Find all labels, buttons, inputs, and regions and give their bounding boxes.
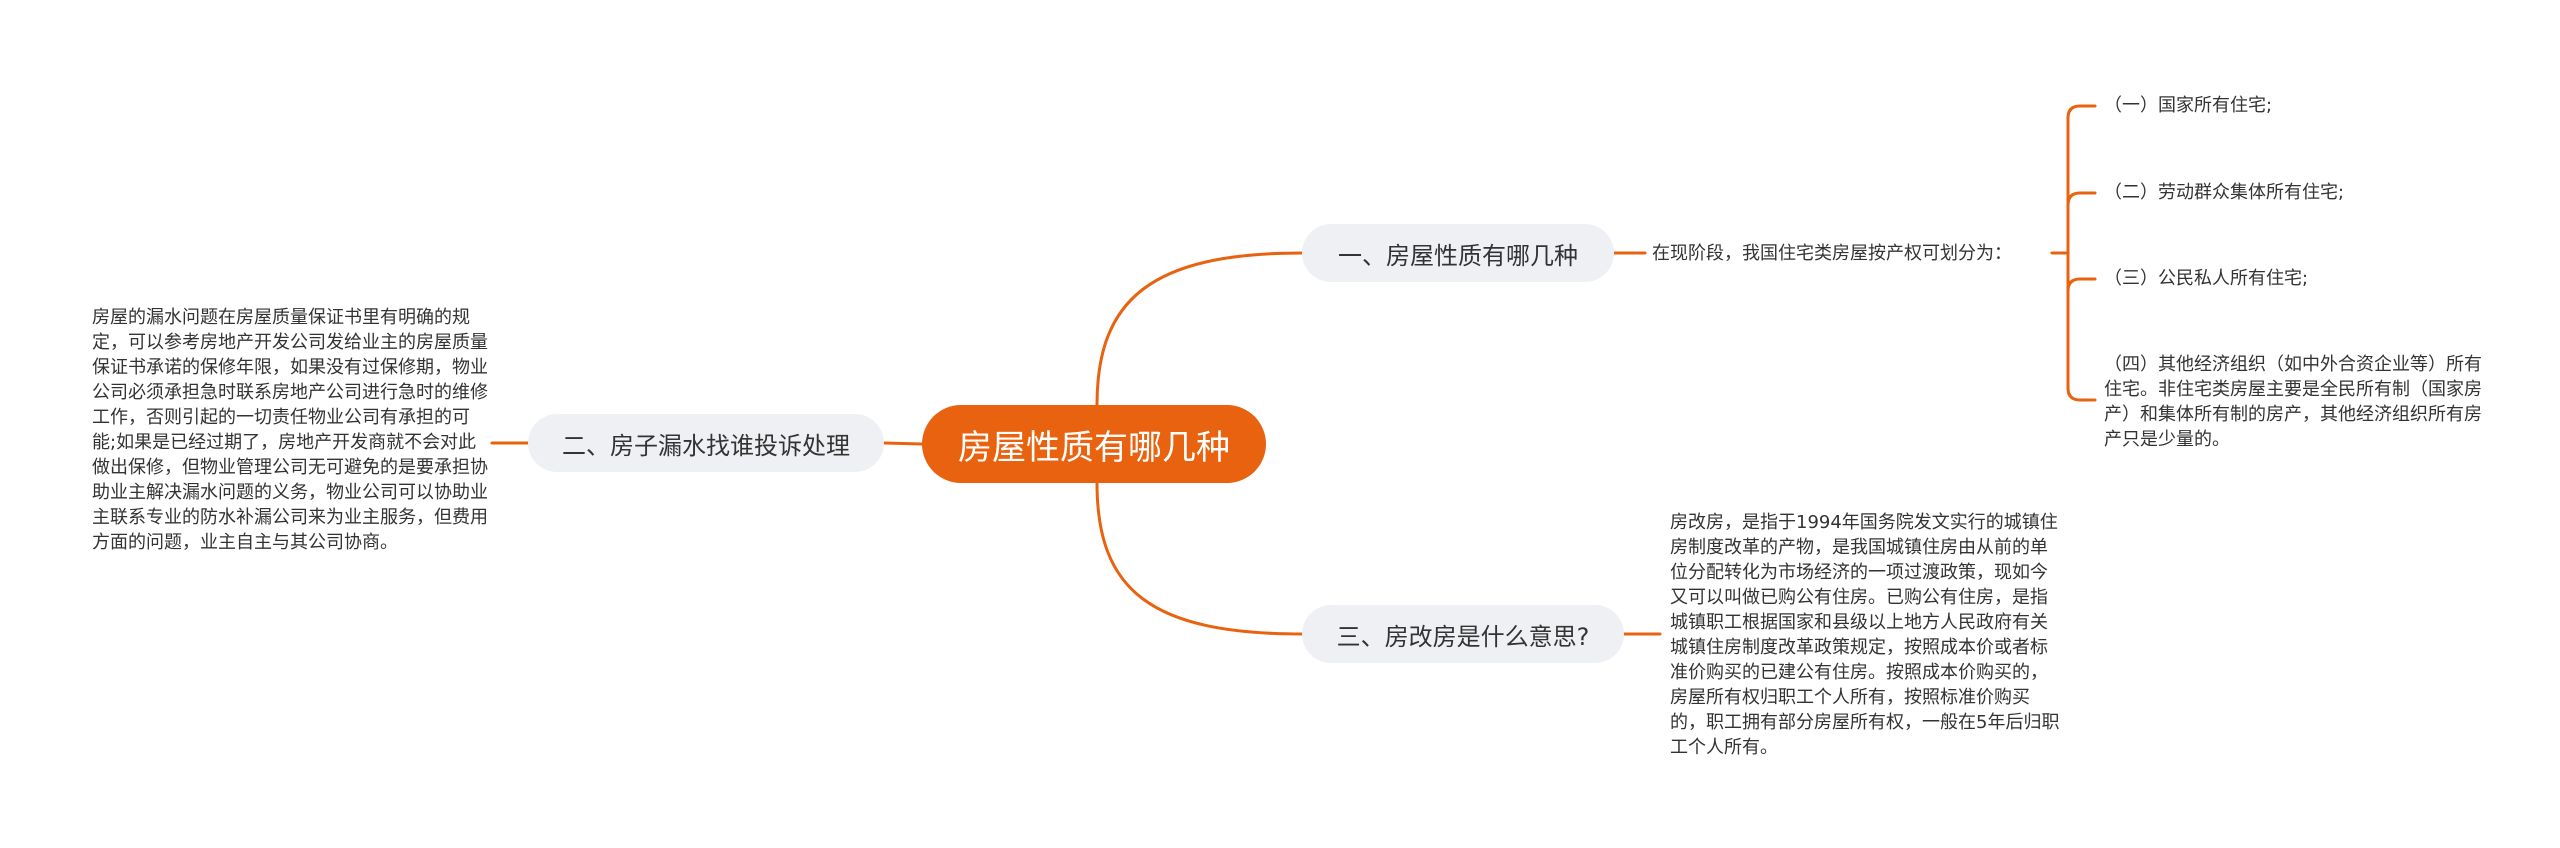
connector-root-branch1 <box>1095 251 1304 407</box>
connector-bracket-leaf1 <box>2066 104 2097 255</box>
connector-bracket-leaf3 <box>2066 251 2097 292</box>
connector-root-branch2 <box>882 441 924 446</box>
leaf-state-owned[interactable]: （一）国家所有住宅; <box>2104 95 2273 116</box>
branch-house-types[interactable]: 一、房屋性质有哪几种 <box>1302 224 1614 282</box>
branch-reform-housing[interactable]: 三、房改房是什么意思? <box>1302 605 1624 663</box>
leaf-other-owned[interactable]: （四）其他经济组织（如中外合资企业等）所有住宅。非住宅类房屋主要是全民所有制（国… <box>2104 354 2482 450</box>
leak-complaint-text[interactable]: 房屋的漏水问题在房屋质量保证书里有明确的规定，可以参考房地产开发公司发给业主的房… <box>92 307 488 553</box>
root-node[interactable]: 房屋性质有哪几种 <box>922 405 1266 483</box>
branch-leak-complaint[interactable]: 二、房子漏水找谁投诉处理 <box>528 414 884 472</box>
connector-bracket-leaf2 <box>2066 191 2097 255</box>
leaf-private-owned[interactable]: （三）公民私人所有住宅; <box>2104 268 2309 289</box>
reform-housing-text[interactable]: 房改房，是指于1994年国务院发文实行的城镇住房制度改革的产物，是我国城镇住房由… <box>1670 512 2060 758</box>
connector-root-branch3 <box>1095 481 1304 636</box>
house-types-intro[interactable]: 在现阶段，我国住宅类房屋按产权可划分为： <box>1652 243 2012 264</box>
leaf-collective-owned[interactable]: （二）劳动群众集体所有住宅; <box>2104 182 2345 203</box>
connector-bracket-leaf4 <box>2066 251 2097 402</box>
